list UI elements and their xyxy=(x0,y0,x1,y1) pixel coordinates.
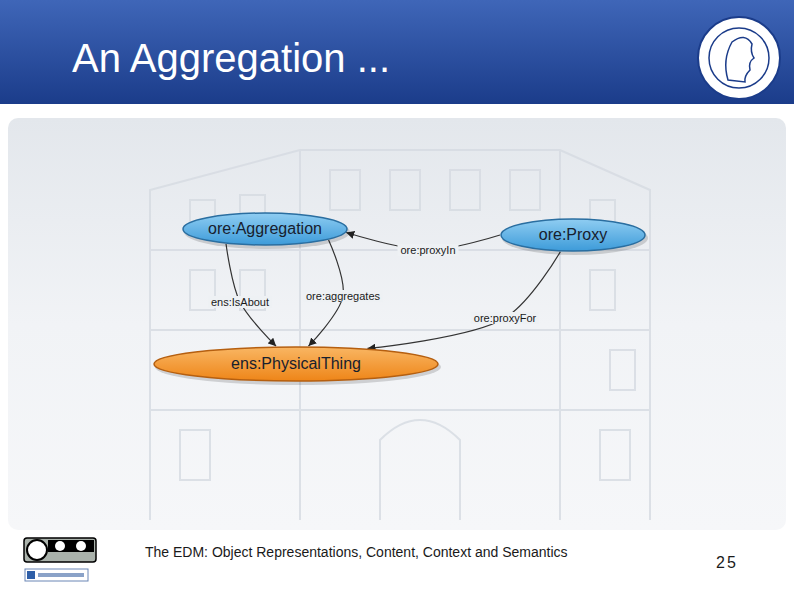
content-panel xyxy=(8,118,786,530)
university-seal xyxy=(698,17,780,99)
edge-label: ore:aggregates xyxy=(303,290,383,302)
ellipse-node: ore:Proxy xyxy=(500,218,646,252)
slide-title: An Aggregation ... xyxy=(72,36,390,81)
title-banner xyxy=(0,0,794,104)
node-label: ore:Proxy xyxy=(539,226,607,244)
connector-arrow xyxy=(368,252,561,349)
edge-label: ens:IsAbout xyxy=(208,296,272,308)
openoffice-badge xyxy=(25,569,88,581)
node-label: ore:Aggregation xyxy=(208,220,322,238)
ellipse-node: ore:Aggregation xyxy=(182,212,348,246)
edge-label: ore:proxyIn xyxy=(397,244,458,256)
node-label: ens:PhysicalThing xyxy=(231,355,361,373)
page-number: 25 xyxy=(716,554,738,572)
footer-text: The EDM: Object Representations, Content… xyxy=(145,544,568,560)
cc-license-badge xyxy=(24,538,96,562)
ellipse-node: ens:PhysicalThing xyxy=(153,346,439,382)
edge-label: ore:proxyFor xyxy=(471,312,539,324)
building-watermark xyxy=(150,150,650,520)
